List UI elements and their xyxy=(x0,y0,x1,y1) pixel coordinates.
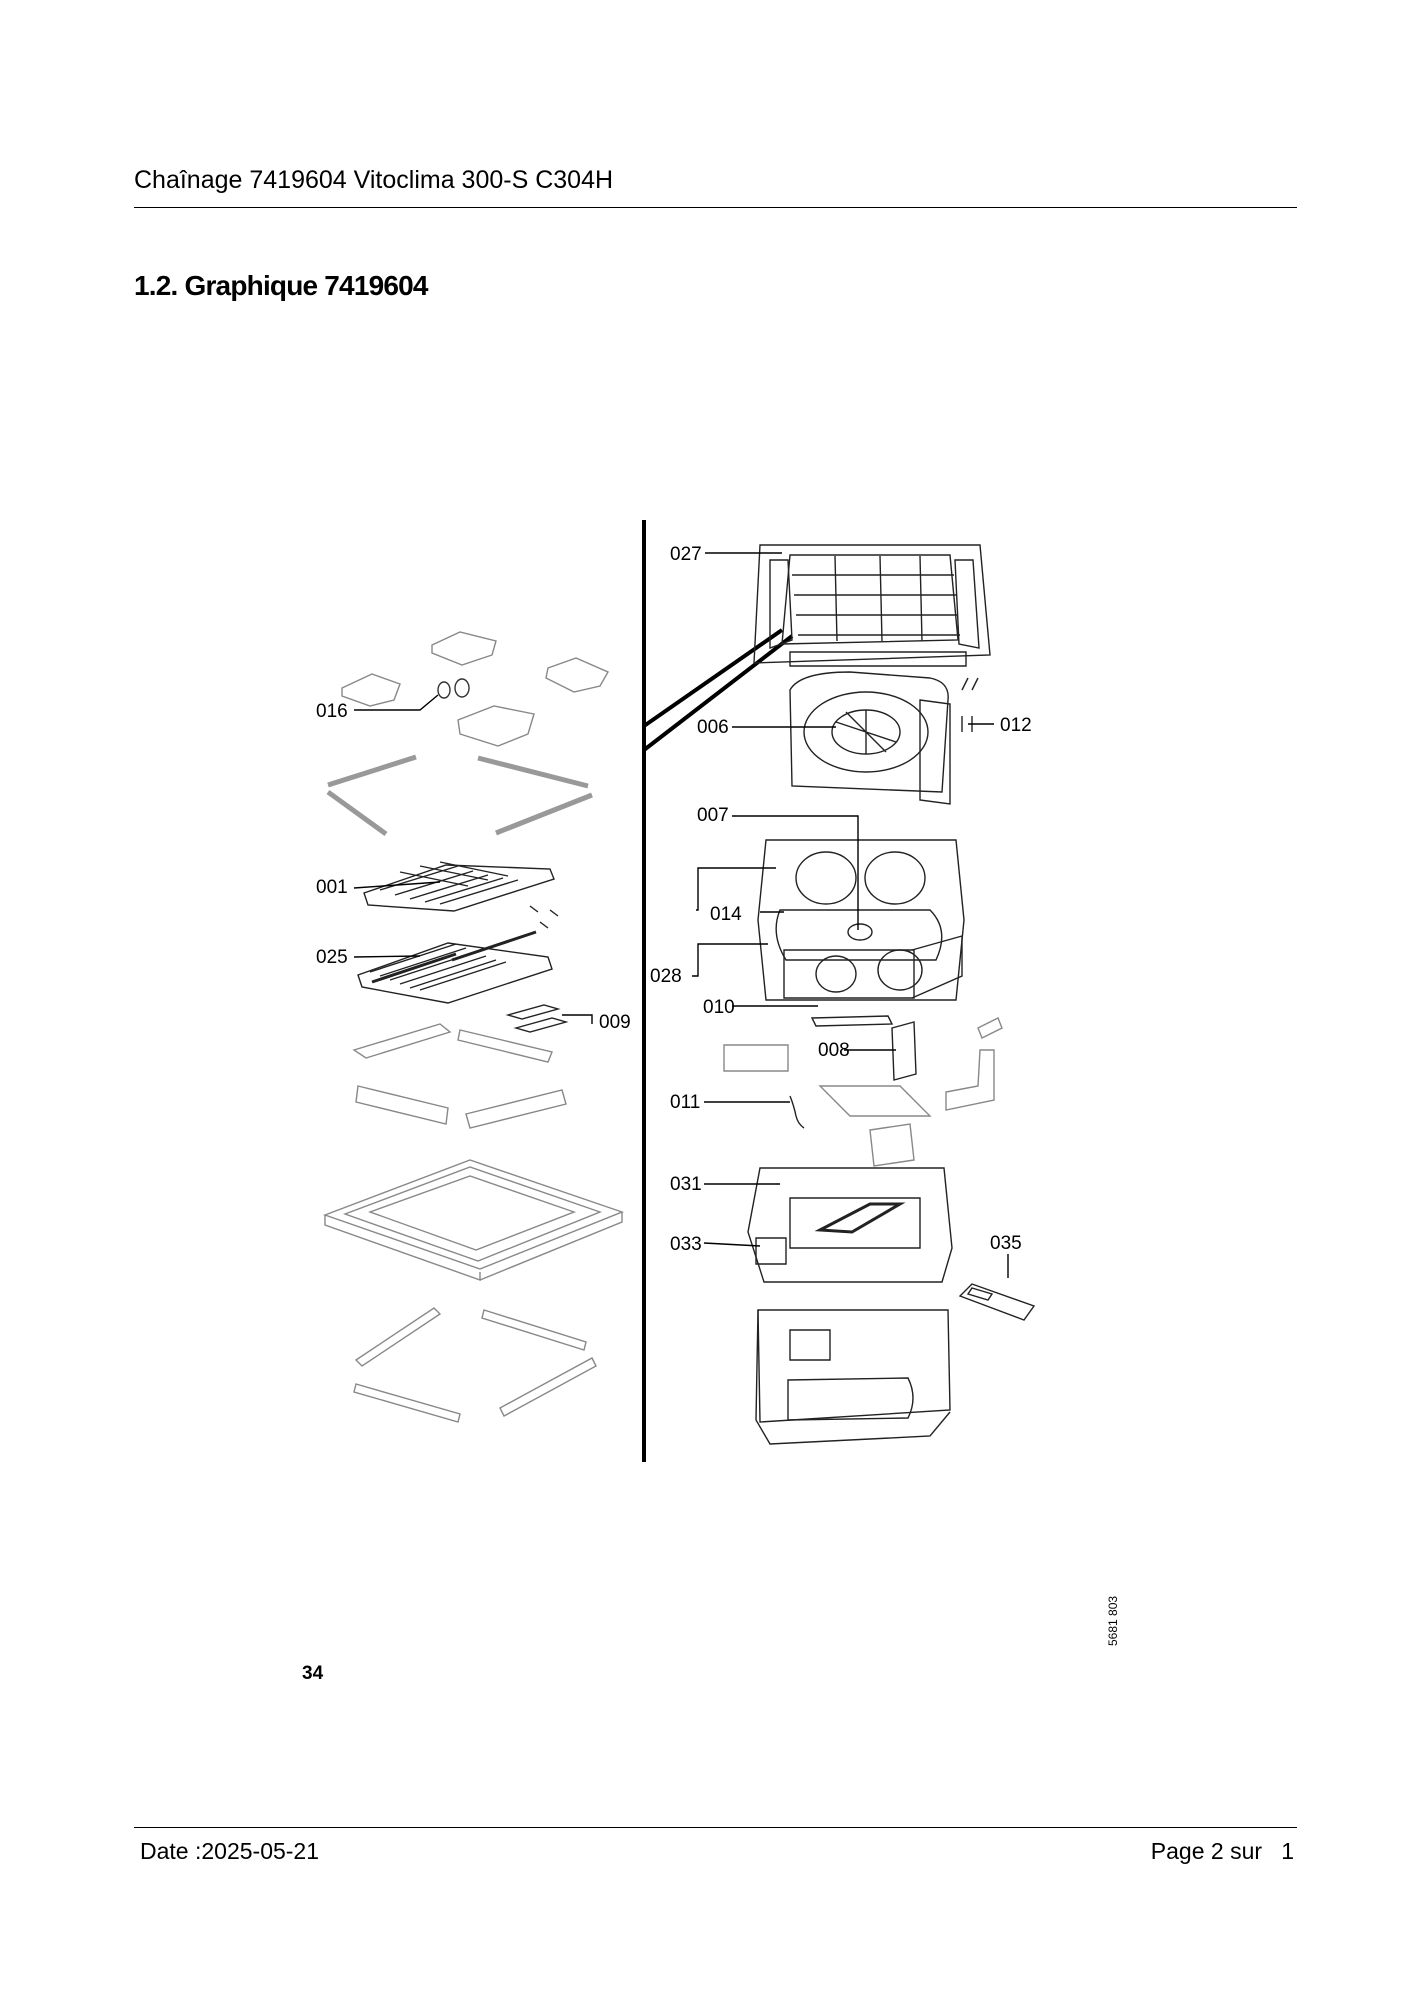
document-header-title: Chaînage 7419604 Vitoclima 300-S C304H xyxy=(134,166,614,194)
label-033: 033 xyxy=(670,1234,702,1255)
trim-strips xyxy=(352,1023,567,1129)
page-number: 34 xyxy=(302,1663,324,1684)
label-008: 008 xyxy=(818,1040,850,1061)
footer-divider xyxy=(134,1827,1297,1828)
filter-025 xyxy=(357,930,553,1004)
drain-assembly xyxy=(747,1167,953,1283)
bottom-drain-pan xyxy=(755,1309,951,1445)
label-009: 009 xyxy=(599,1012,631,1033)
footer-page-indicator: Page 2 sur 1 xyxy=(1150,1838,1294,1864)
label-006: 006 xyxy=(697,717,729,738)
decorative-panel xyxy=(322,1159,625,1281)
label-025: 025 xyxy=(316,947,348,968)
part-010 xyxy=(810,1015,894,1027)
label-007: 007 xyxy=(697,805,729,826)
filter-001 xyxy=(363,861,559,929)
label-010: 010 xyxy=(703,997,735,1018)
label-031: 031 xyxy=(670,1174,702,1195)
divider-line xyxy=(642,520,794,1462)
part-008 xyxy=(723,1017,1003,1111)
leader-lines xyxy=(353,552,1009,1278)
label-016: 016 xyxy=(316,701,348,722)
remote-control xyxy=(958,1283,1036,1321)
label-014: 014 xyxy=(710,904,742,925)
footer-date: Date :2025-05-21 xyxy=(140,1838,320,1864)
label-012: 012 xyxy=(1000,715,1032,736)
frame-rails xyxy=(326,754,593,837)
label-028: 028 xyxy=(650,966,682,987)
part-011 xyxy=(789,1085,932,1167)
main-housing xyxy=(757,839,965,1001)
label-027: 027 xyxy=(670,544,702,565)
header-divider xyxy=(134,207,1297,208)
section-title: 1.2. Graphique 7419604 xyxy=(134,270,428,301)
label-001: 001 xyxy=(316,877,348,898)
label-035: 035 xyxy=(990,1233,1022,1254)
top-brackets xyxy=(341,631,609,747)
fan-housing xyxy=(789,671,979,805)
label-011: 011 xyxy=(670,1092,700,1113)
front-grille-panel xyxy=(753,544,991,667)
part-009 xyxy=(505,1004,569,1033)
bottom-strips xyxy=(353,1307,597,1423)
drawing-number: 5681 803 xyxy=(1106,1596,1120,1646)
